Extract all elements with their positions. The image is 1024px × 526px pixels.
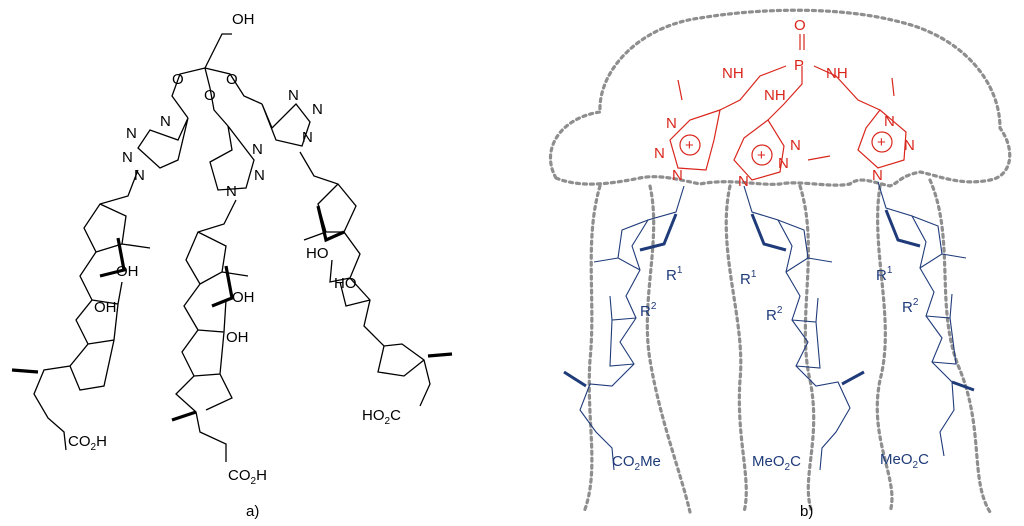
nitrogen-label: N	[790, 137, 801, 154]
nitrogen-label: N	[872, 167, 883, 184]
hydroxyl-label: OH	[232, 289, 255, 306]
oxygen-label: O	[226, 71, 238, 88]
methyl-ester-label: CO2Me	[612, 453, 661, 473]
nitrogen-label: N	[254, 167, 265, 184]
nitrogen-label: N	[654, 145, 665, 162]
hydroxyl-label: OH	[226, 329, 249, 346]
nitrogen-label: N	[226, 183, 237, 200]
svg-text:HO2C: HO2C	[362, 407, 401, 427]
hydroxyl-label: HO	[306, 245, 329, 262]
nitrogen-label: N	[160, 113, 171, 130]
nitrogen-label: N	[288, 87, 299, 104]
nitrogen-label: N	[738, 173, 749, 190]
nitrogen-label: N	[666, 115, 677, 132]
r2-substituent: R2	[902, 297, 919, 316]
svg-text:CO2H: CO2H	[228, 467, 267, 487]
oxygen-label: O	[172, 71, 184, 88]
nitrogen-label: N	[252, 141, 263, 158]
nitrogen-label: N	[134, 167, 145, 184]
panel-b-caption: b)	[800, 503, 813, 520]
methyl-ester-label: MeO2C	[880, 451, 929, 471]
nitrogen-label: N	[126, 125, 137, 142]
hydroxyl-label: OH	[94, 299, 117, 316]
r1-substituent: R1	[876, 265, 893, 284]
plus-charge: +	[757, 147, 766, 164]
plus-charge: +	[685, 137, 694, 154]
methyl-ester-label: MeO2C	[752, 453, 801, 473]
carboxylic-acid-label: CO2H	[228, 467, 267, 487]
nitrogen-label: N	[312, 101, 323, 118]
nitrogen-label: N	[302, 129, 313, 146]
hydroxyl-label: OH	[116, 263, 139, 280]
nitrogen-label: N	[672, 167, 683, 184]
amine-label: NH	[826, 65, 848, 82]
nitrogen-label: N	[884, 113, 895, 130]
amine-label: NH	[722, 65, 744, 82]
r2-substituent: R2	[640, 301, 657, 320]
nitrogen-label: N	[122, 149, 133, 166]
carboxylic-acid-label: CO2H	[68, 433, 107, 453]
r1-substituent: R1	[740, 269, 757, 288]
panel-b-structure: O P NH NH NH N N N + N N N + N N N + R1 …	[549, 8, 1012, 520]
phosphorus-label: P	[794, 57, 804, 74]
r2-substituent: R2	[766, 305, 783, 324]
jellyfish-outline	[549, 8, 1012, 188]
r1-substituent: R1	[666, 265, 683, 284]
hydroxyl-label: OH	[232, 11, 255, 28]
hydroxyl-label: HO	[334, 275, 357, 292]
nitrogen-label: N	[904, 137, 915, 154]
nitrogen-label: N	[778, 155, 789, 172]
panel-a-structure: OH O O O N N N N N N N N N N OH OH OH OH…	[11, 11, 453, 520]
svg-text:CO2H: CO2H	[68, 433, 107, 453]
oxygen-label: O	[204, 87, 216, 104]
carboxylic-acid-label: HO2C	[362, 407, 401, 427]
panel-a-caption: a)	[246, 503, 259, 520]
oxygen-label: O	[794, 17, 806, 34]
plus-charge: +	[877, 134, 886, 151]
amine-label: NH	[764, 87, 786, 104]
